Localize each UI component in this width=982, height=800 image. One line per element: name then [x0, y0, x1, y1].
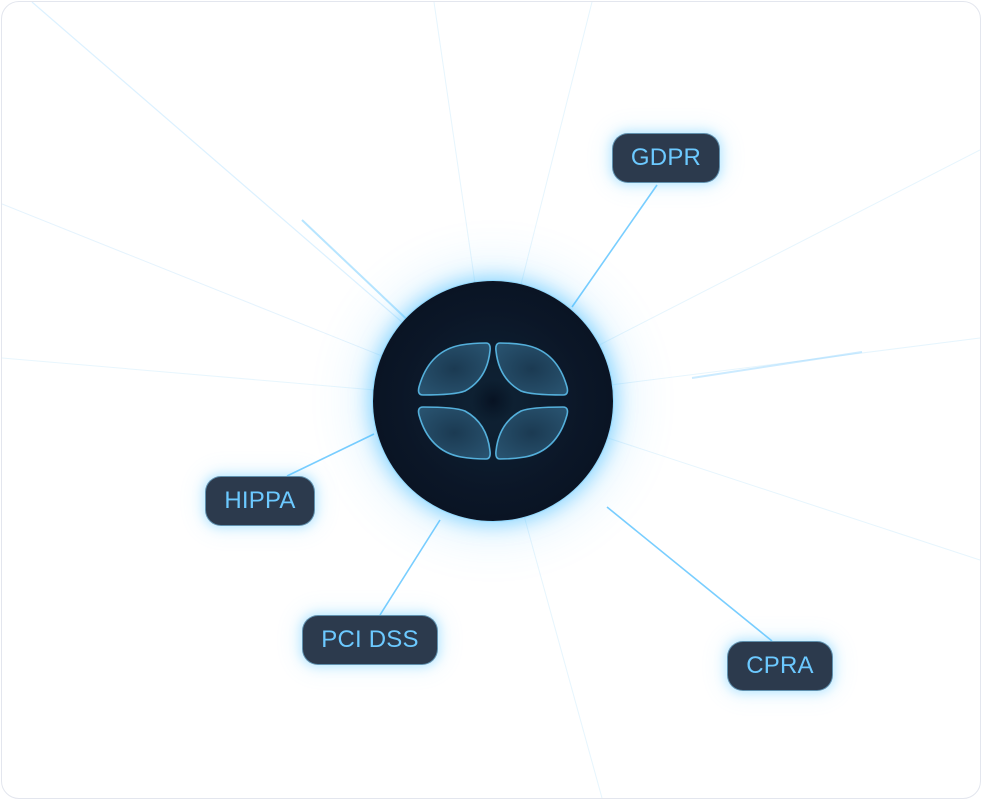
connector-cpra [606, 506, 773, 642]
tag-gdpr[interactable]: GDPR [612, 133, 720, 183]
compliance-hub [373, 281, 613, 521]
connector-hippa [286, 433, 375, 477]
connector-gdpr [571, 184, 658, 308]
tag-cpra[interactable]: CPRA [727, 641, 833, 691]
tag-hippa[interactable]: HIPPA [205, 476, 315, 526]
connector-pci [379, 519, 441, 616]
tag-pci-dss[interactable]: PCI DSS [302, 615, 438, 665]
ray-line [691, 351, 863, 379]
shield-quadrant-logo-icon [417, 342, 569, 460]
